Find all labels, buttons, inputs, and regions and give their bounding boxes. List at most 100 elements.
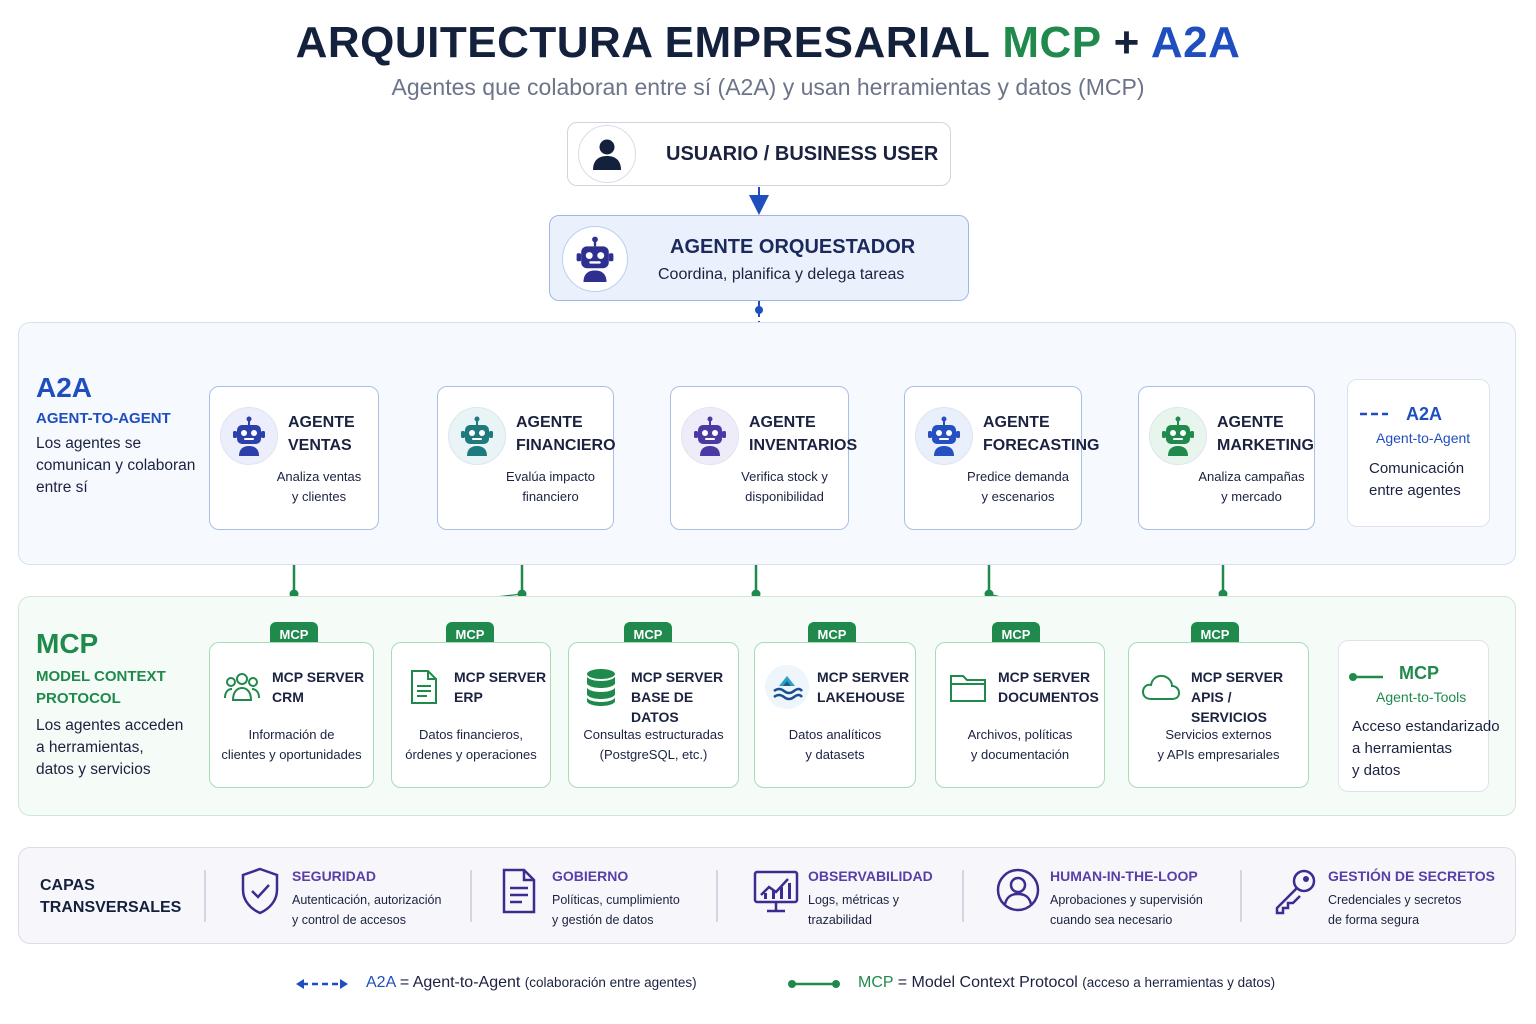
robot-icon [448, 407, 506, 465]
key-icon [1275, 869, 1316, 915]
page-title: ARQUITECTURA EMPRESARIAL MCP + A2A [295, 18, 1241, 67]
capa-title: HUMAN-IN-THE-LOOP [1050, 868, 1198, 884]
capa-human-in-the-loop: HUMAN-IN-THE-LOOP Aprobaciones y supervi… [994, 866, 1224, 930]
capa-gestion-de-secretos: GESTIÓN DE SECRETOS Credenciales y secre… [1272, 866, 1502, 930]
a2a-description: Los agentes se comunican y colaboran ent… [36, 435, 196, 496]
page-subtitle: Agentes que colaboran entre sí (A2A) y u… [391, 74, 1145, 100]
document-icon [502, 868, 536, 914]
dashed-line-icon [1360, 412, 1388, 416]
mcp-legend-title: MCP [1399, 663, 1439, 683]
mcp-line-icon [788, 980, 840, 988]
robot-icon [220, 407, 278, 465]
robot-icon [915, 407, 973, 465]
capa-title: GOBIERNO [552, 868, 629, 884]
orchestrator-desc: Coordina, planifica y delega tareas [658, 266, 905, 283]
junction-dot [755, 306, 763, 314]
cloud-icon [1139, 665, 1183, 709]
user-node: USUARIO / BUSINESS USER [567, 122, 951, 186]
divider [1240, 870, 1242, 922]
person-circle-icon [996, 868, 1040, 912]
user-icon [578, 125, 636, 183]
robot-icon [1149, 407, 1207, 465]
folder-icon [946, 665, 990, 709]
a2a-arrow-icon [296, 979, 348, 989]
robot-icon [681, 407, 739, 465]
a2a-title: A2A [36, 372, 93, 403]
database-icon [579, 665, 623, 709]
capa-title: GESTIÓN DE SECRETOS [1328, 868, 1495, 884]
divider [962, 870, 964, 922]
capa-title: SEGURIDAD [292, 868, 377, 884]
divider [204, 870, 206, 922]
divider [716, 870, 718, 922]
monitor-chart-icon [753, 870, 799, 913]
legend-mcp: MCP = Model Context Protocol (acceso a h… [858, 974, 1276, 991]
a2a-legend-title: A2A [1406, 404, 1443, 424]
mcp-title: MCP [36, 628, 99, 659]
users-icon [220, 665, 264, 709]
legend-a2a: A2A = Agent-to-Agent (colaboración entre… [366, 974, 697, 991]
document-icon [402, 665, 446, 709]
user-label: USUARIO / BUSINESS USER [666, 143, 939, 165]
mcp-legend-subtitle: Agent-to-Tools [1376, 689, 1467, 705]
a2a-subtitle: AGENT-TO-AGENT [36, 410, 171, 427]
lakehouse-icon [765, 665, 809, 709]
solid-line-icon [1349, 673, 1383, 681]
divider [470, 870, 472, 922]
capa-title: OBSERVABILIDAD [808, 868, 933, 884]
robot-icon [562, 226, 628, 292]
server-desc: Consultas estructuradas(PostgreSQL, etc.… [583, 727, 724, 762]
legend: A2A = Agent-to-Agent (colaboración entre… [0, 970, 1536, 1000]
mcp-description: Los agentes acceden a herramientas, dato… [36, 717, 184, 778]
shield-icon [241, 867, 279, 915]
server-desc: Datos financieros,órdenes y operaciones [405, 727, 537, 762]
a2a-legend-subtitle: Agent-to-Agent [1376, 430, 1471, 446]
